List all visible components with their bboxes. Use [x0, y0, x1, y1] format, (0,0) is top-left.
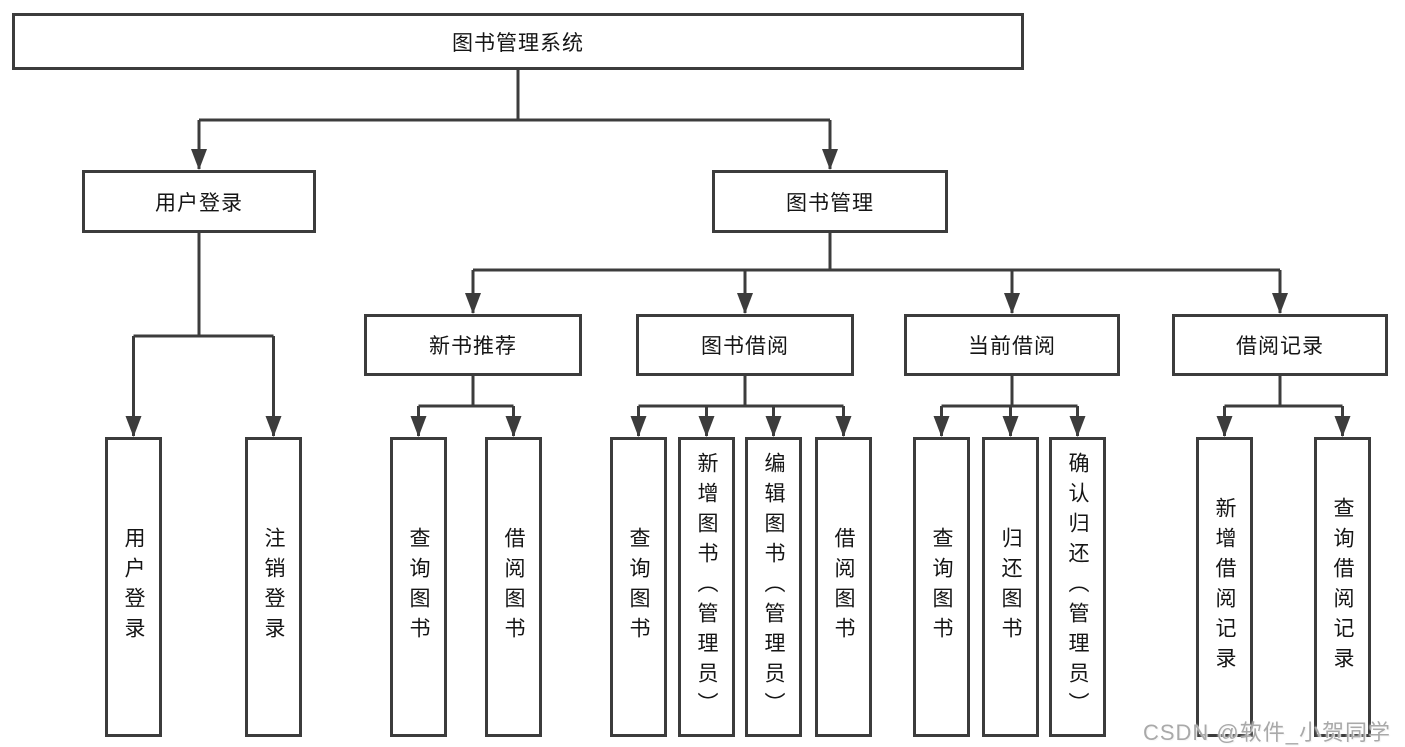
node-new-book-recommendation-label: 新书推荐	[429, 335, 517, 358]
node-borrowing-records: 借阅记录	[1172, 314, 1388, 376]
node-current-borrowing-label: 当前借阅	[968, 335, 1056, 358]
node-book-management-label: 图书管理	[786, 191, 874, 215]
leaf-bb-add-books-admin: 新增图书（管理员）	[678, 437, 735, 737]
leaf-cb-return-books: 归还图书	[982, 437, 1039, 737]
leaf-bb-add-books-admin-label: 新增图书（管理员）	[695, 452, 718, 722]
leaf-nb-query-books-label: 查询图书	[407, 527, 430, 647]
node-current-borrowing: 当前借阅	[904, 314, 1120, 376]
leaf-bb-borrow-books: 借阅图书	[815, 437, 872, 737]
leaf-cb-query-books: 查询图书	[913, 437, 970, 737]
leaf-bb-edit-books-admin-label: 编辑图书（管理员）	[762, 452, 785, 722]
leaf-br-query-borrow-record: 查询借阅记录	[1314, 437, 1371, 737]
leaf-br-add-borrow-record: 新增借阅记录	[1196, 437, 1253, 737]
leaf-br-add-borrow-record-label: 新增借阅记录	[1213, 497, 1236, 677]
node-book-borrowing: 图书借阅	[636, 314, 854, 376]
leaf-bb-query-books-label: 查询图书	[627, 527, 650, 647]
leaf-nb-borrow-books-label: 借阅图书	[502, 527, 525, 647]
watermark: CSDN @软件_小贺同学	[1142, 720, 1391, 745]
leaf-nb-query-books: 查询图书	[390, 437, 447, 737]
leaf-br-query-borrow-record-label: 查询借阅记录	[1331, 497, 1354, 677]
node-new-book-recommendation: 新书推荐	[364, 314, 582, 376]
leaf-bb-edit-books-admin: 编辑图书（管理员）	[745, 437, 802, 737]
leaf-bb-query-books: 查询图书	[610, 437, 667, 737]
leaf-cb-query-books-label: 查询图书	[930, 527, 953, 647]
node-user-login: 用户登录	[82, 170, 316, 233]
node-root-label: 图书管理系统	[452, 31, 584, 55]
leaf-cb-confirm-return-admin-label: 确认归还（管理员）	[1066, 452, 1089, 722]
node-root: 图书管理系统	[12, 13, 1024, 70]
node-borrowing-records-label: 借阅记录	[1236, 335, 1324, 358]
leaf-nb-borrow-books: 借阅图书	[485, 437, 542, 737]
node-book-management: 图书管理	[712, 170, 948, 233]
leaf-bb-borrow-books-label: 借阅图书	[832, 527, 855, 647]
leaf-user-login: 用户登录	[105, 437, 162, 737]
leaf-logout-label: 注销登录	[262, 527, 285, 647]
node-user-login-label: 用户登录	[155, 191, 243, 215]
leaf-cb-confirm-return-admin: 确认归还（管理员）	[1049, 437, 1106, 737]
node-book-borrowing-label: 图书借阅	[701, 335, 789, 358]
leaf-cb-return-books-label: 归还图书	[999, 527, 1022, 647]
leaf-logout: 注销登录	[245, 437, 302, 737]
leaf-user-login-label: 用户登录	[122, 527, 145, 647]
